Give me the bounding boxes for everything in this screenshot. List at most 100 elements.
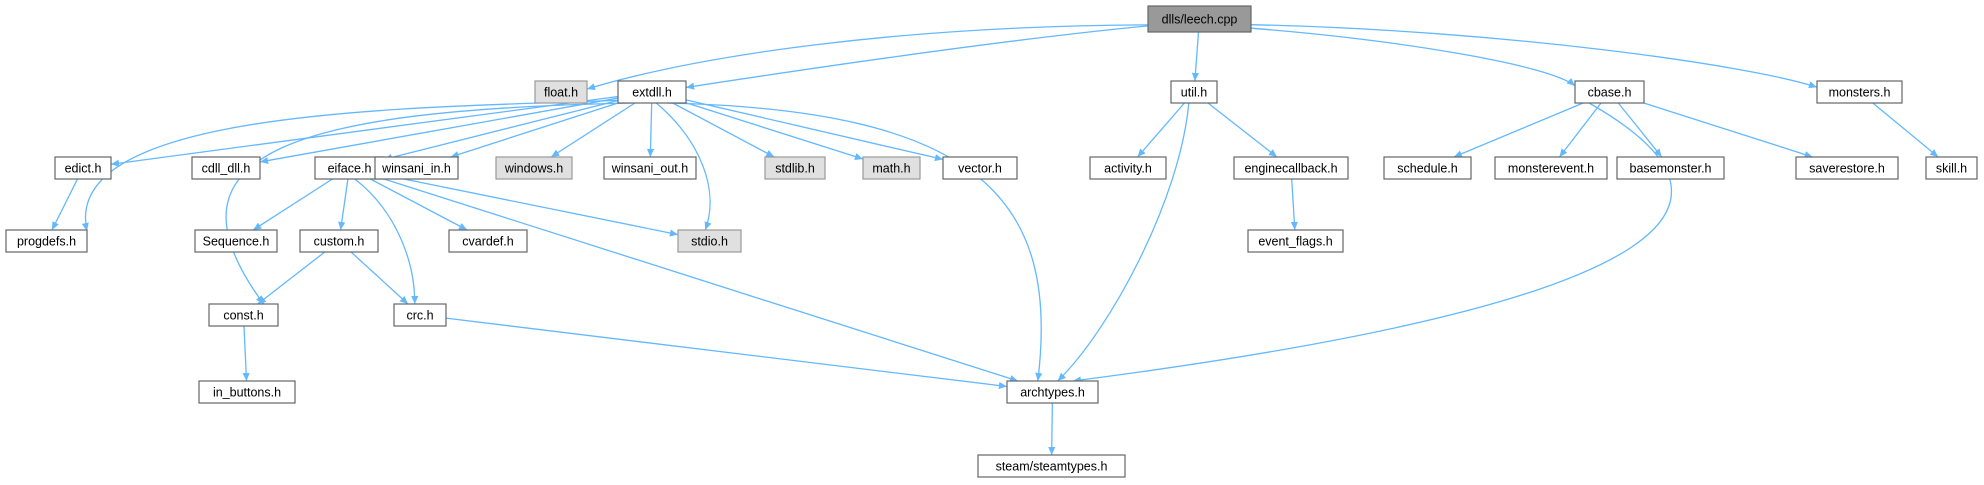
node-box[interactable] — [977, 454, 1126, 478]
edge-cbase-to-basemonster — [1617, 102, 1663, 158]
node-enginecallback[interactable]: enginecallback.h — [1233, 156, 1349, 180]
node-label: monsters.h — [1829, 86, 1891, 100]
edge-eiface-to-archtypes — [383, 178, 1019, 382]
node-box[interactable] — [1089, 156, 1167, 180]
edge-leech-to-monsters — [1250, 24, 1818, 89]
node-box[interactable] — [191, 156, 261, 180]
node-box[interactable] — [495, 156, 573, 180]
node-label: extdll.h — [632, 86, 672, 100]
node-basemonster[interactable]: basemonster.h — [1616, 156, 1725, 180]
node-box[interactable] — [677, 229, 742, 253]
node-box[interactable] — [374, 156, 459, 180]
node-box[interactable] — [1925, 156, 1978, 180]
node-box[interactable] — [1147, 5, 1252, 33]
edge-util-to-enginecallback — [1207, 102, 1278, 158]
node-extdll[interactable]: extdll.h — [617, 80, 687, 104]
node-box[interactable] — [1574, 80, 1645, 104]
node-label: winsani_in.h — [381, 162, 451, 176]
node-stdlib[interactable]: stdlib.h — [764, 156, 826, 180]
node-steamtypes[interactable]: steam/steamtypes.h — [977, 454, 1126, 478]
edge-util-to-archtypes — [1057, 102, 1190, 382]
node-box[interactable] — [1816, 80, 1903, 104]
node-label: crc.h — [406, 309, 433, 323]
node-in-buttons[interactable]: in_buttons.h — [198, 380, 296, 404]
node-box[interactable] — [764, 156, 826, 180]
edge-custom-to-const — [257, 251, 326, 305]
node-vector[interactable]: vector.h — [942, 156, 1018, 180]
edge-extdll-to-winsani_in — [450, 102, 619, 158]
node-box[interactable] — [1233, 156, 1349, 180]
node-event-flags[interactable]: event_flags.h — [1247, 229, 1344, 253]
node-box[interactable] — [1616, 156, 1725, 180]
node-label: util.h — [1181, 86, 1207, 100]
node-label: skill.h — [1936, 162, 1967, 176]
node-custom[interactable]: custom.h — [299, 229, 379, 253]
node-label: winsani_out.h — [611, 162, 688, 176]
edge-extdll-to-winsani_out — [646, 102, 655, 158]
node-box[interactable] — [5, 229, 88, 253]
node-monsters[interactable]: monsters.h — [1816, 80, 1903, 104]
node-crc[interactable]: crc.h — [393, 303, 447, 327]
node-winsani-out[interactable]: winsani_out.h — [603, 156, 697, 180]
node-label: edict.h — [65, 162, 102, 176]
node-box[interactable] — [617, 80, 687, 104]
node-math[interactable]: math.h — [862, 156, 921, 180]
edge-util-to-activity — [1137, 102, 1185, 158]
node-label: dlls/leech.cpp — [1162, 13, 1238, 27]
node-edict[interactable]: edict.h — [54, 156, 112, 180]
node-box[interactable] — [534, 80, 588, 104]
node-box[interactable] — [1170, 80, 1218, 104]
node-winsani-in[interactable]: winsani_in.h — [374, 156, 459, 180]
node-util[interactable]: util.h — [1170, 80, 1218, 104]
node-windows[interactable]: windows.h — [495, 156, 573, 180]
edge-extdll-to-windows — [550, 102, 636, 158]
node-box[interactable] — [1247, 229, 1344, 253]
edge-cbase-to-saverestore — [1643, 102, 1813, 158]
node-box[interactable] — [942, 156, 1018, 180]
node-box[interactable] — [603, 156, 697, 180]
edge-leech-to-extdll — [685, 25, 1149, 90]
node-box[interactable] — [198, 380, 296, 404]
edge-extdll-to-progdefs — [81, 99, 619, 232]
node-leech[interactable]: dlls/leech.cpp — [1147, 5, 1252, 33]
node-box[interactable] — [1494, 156, 1608, 180]
node-label: progdefs.h — [17, 235, 76, 249]
node-label: schedule.h — [1397, 162, 1458, 176]
node-label: saverestore.h — [1809, 162, 1885, 176]
edge-extdll-to-eiface — [383, 99, 619, 161]
node-box[interactable] — [448, 229, 528, 253]
node-cdll[interactable]: cdll_dll.h — [191, 156, 261, 180]
node-label: stdio.h — [691, 235, 728, 249]
node-box[interactable] — [1006, 380, 1099, 404]
node-box[interactable] — [393, 303, 447, 327]
node-box[interactable] — [54, 156, 112, 180]
node-eiface[interactable]: eiface.h — [314, 156, 385, 180]
node-box[interactable] — [862, 156, 921, 180]
node-schedule[interactable]: schedule.h — [1383, 156, 1472, 180]
node-box[interactable] — [299, 229, 379, 253]
node-cbase[interactable]: cbase.h — [1574, 80, 1645, 104]
edge-cbase-to-monsterevent — [1558, 102, 1602, 158]
node-archtypes[interactable]: archtypes.h — [1006, 380, 1099, 404]
edge-extdll-to-cdll — [259, 97, 619, 165]
node-sequence[interactable]: Sequence.h — [194, 229, 278, 253]
node-label: vector.h — [958, 162, 1002, 176]
node-saverestore[interactable]: saverestore.h — [1795, 156, 1899, 180]
node-cvardef[interactable]: cvardef.h — [448, 229, 528, 253]
node-label: custom.h — [314, 235, 365, 249]
node-box[interactable] — [1795, 156, 1899, 180]
node-box[interactable] — [208, 303, 279, 327]
edge-extdll-to-edict — [110, 95, 619, 167]
node-float[interactable]: float.h — [534, 80, 588, 104]
node-label: cbase.h — [1588, 86, 1632, 100]
node-progdefs[interactable]: progdefs.h — [5, 229, 88, 253]
edge-extdll-to-math — [685, 102, 864, 160]
node-label: in_buttons.h — [213, 386, 281, 400]
node-monsterevent[interactable]: monsterevent.h — [1494, 156, 1608, 180]
node-stdio[interactable]: stdio.h — [677, 229, 742, 253]
node-const[interactable]: const.h — [208, 303, 279, 327]
node-box[interactable] — [1383, 156, 1472, 180]
node-box[interactable] — [194, 229, 278, 253]
node-skill[interactable]: skill.h — [1925, 156, 1978, 180]
node-activity[interactable]: activity.h — [1089, 156, 1167, 180]
